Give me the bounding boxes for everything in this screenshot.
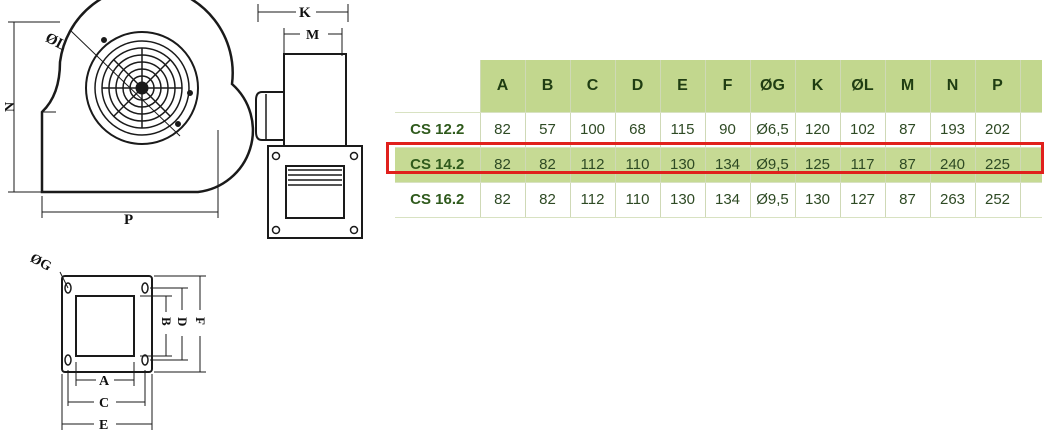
label-e: E xyxy=(99,418,108,433)
column-header: ØG xyxy=(750,60,796,113)
table-cell: 125 xyxy=(795,147,841,183)
table-row: CS 12.2 82 57 100 68 115 90 Ø6,5 120 102… xyxy=(395,112,1042,148)
label-m: M xyxy=(306,28,319,43)
table-cell: 100 xyxy=(570,112,616,148)
column-header: M xyxy=(885,60,931,113)
table-cell: 120 xyxy=(795,112,841,148)
label-dia-g: ØG xyxy=(27,251,53,275)
column-header: E xyxy=(660,60,706,113)
column-header: K xyxy=(795,60,841,113)
model-cell: CS 16.2 xyxy=(395,182,481,218)
table-cell: Ø6,5 xyxy=(750,112,796,148)
table-cell: 193 xyxy=(930,112,976,148)
model-cell: CS 12.2 xyxy=(395,112,481,148)
table-cell: 82 xyxy=(480,182,526,218)
table-cell: 82 xyxy=(525,182,571,218)
table-cell: 82 xyxy=(480,147,526,183)
column-header: B xyxy=(525,60,571,113)
table-cell: 112 xyxy=(570,147,616,183)
column-header-overflow xyxy=(1020,60,1042,113)
label-dia-l: ØL xyxy=(42,30,69,54)
table-corner-cell xyxy=(395,60,481,113)
table-cell: 110 xyxy=(615,182,661,218)
column-header: N xyxy=(930,60,976,113)
label-p: P xyxy=(124,212,133,228)
table-cell: Ø9,5 xyxy=(750,147,796,183)
flange-view xyxy=(59,271,206,430)
table-cell: 127 xyxy=(840,182,886,218)
table-cell: 87 xyxy=(885,112,931,148)
side-view xyxy=(255,4,363,239)
table-cell: 82 xyxy=(525,147,571,183)
table-cell-overflow xyxy=(1020,112,1042,148)
column-header: ØL xyxy=(840,60,886,113)
label-b: B xyxy=(159,317,174,326)
table-cell: 90 xyxy=(705,112,751,148)
table-cell: 57 xyxy=(525,112,571,148)
table-cell: 240 xyxy=(930,147,976,183)
label-f: F xyxy=(193,317,208,325)
table-cell: 115 xyxy=(660,112,706,148)
table-cell: 263 xyxy=(930,182,976,218)
label-d: D xyxy=(175,317,190,326)
table-cell: 110 xyxy=(615,147,661,183)
table-cell: 130 xyxy=(795,182,841,218)
column-header: D xyxy=(615,60,661,113)
table-cell: 87 xyxy=(885,182,931,218)
table-cell: 112 xyxy=(570,182,616,218)
model-cell: CS 14.2 xyxy=(395,147,481,183)
table-row-highlighted: CS 14.2 82 82 112 110 130 134 Ø9,5 125 1… xyxy=(395,147,1042,183)
table-cell: 252 xyxy=(975,182,1021,218)
table-cell: 134 xyxy=(705,182,751,218)
column-header: A xyxy=(480,60,526,113)
table-cell: Ø9,5 xyxy=(750,182,796,218)
label-n: N xyxy=(3,102,18,112)
table-cell-overflow xyxy=(1020,182,1042,218)
table-cell: 130 xyxy=(660,147,706,183)
label-k: K xyxy=(299,5,311,21)
table-cell: 130 xyxy=(660,182,706,218)
column-header: P xyxy=(975,60,1021,113)
table-cell: 87 xyxy=(885,147,931,183)
table-cell: 82 xyxy=(480,112,526,148)
front-view xyxy=(8,0,255,218)
label-c: C xyxy=(99,396,109,411)
table-cell: 117 xyxy=(840,147,886,183)
table-cell: 68 xyxy=(615,112,661,148)
table-cell: 202 xyxy=(975,112,1021,148)
table-row: CS 16.2 82 82 112 110 130 134 Ø9,5 130 1… xyxy=(395,182,1042,218)
table-cell: 134 xyxy=(705,147,751,183)
column-header: F xyxy=(705,60,751,113)
table-header-row: A B C D E F ØG K ØL M N P xyxy=(395,60,1042,113)
column-header: C xyxy=(570,60,616,113)
table-cell: 102 xyxy=(840,112,886,148)
highlight-box xyxy=(386,142,1044,174)
dimensions-table: A B C D E F ØG K ØL M N P CS 12.2 82 57 … xyxy=(395,60,1042,218)
table-cell: 225 xyxy=(975,147,1021,183)
label-a: A xyxy=(99,374,110,389)
